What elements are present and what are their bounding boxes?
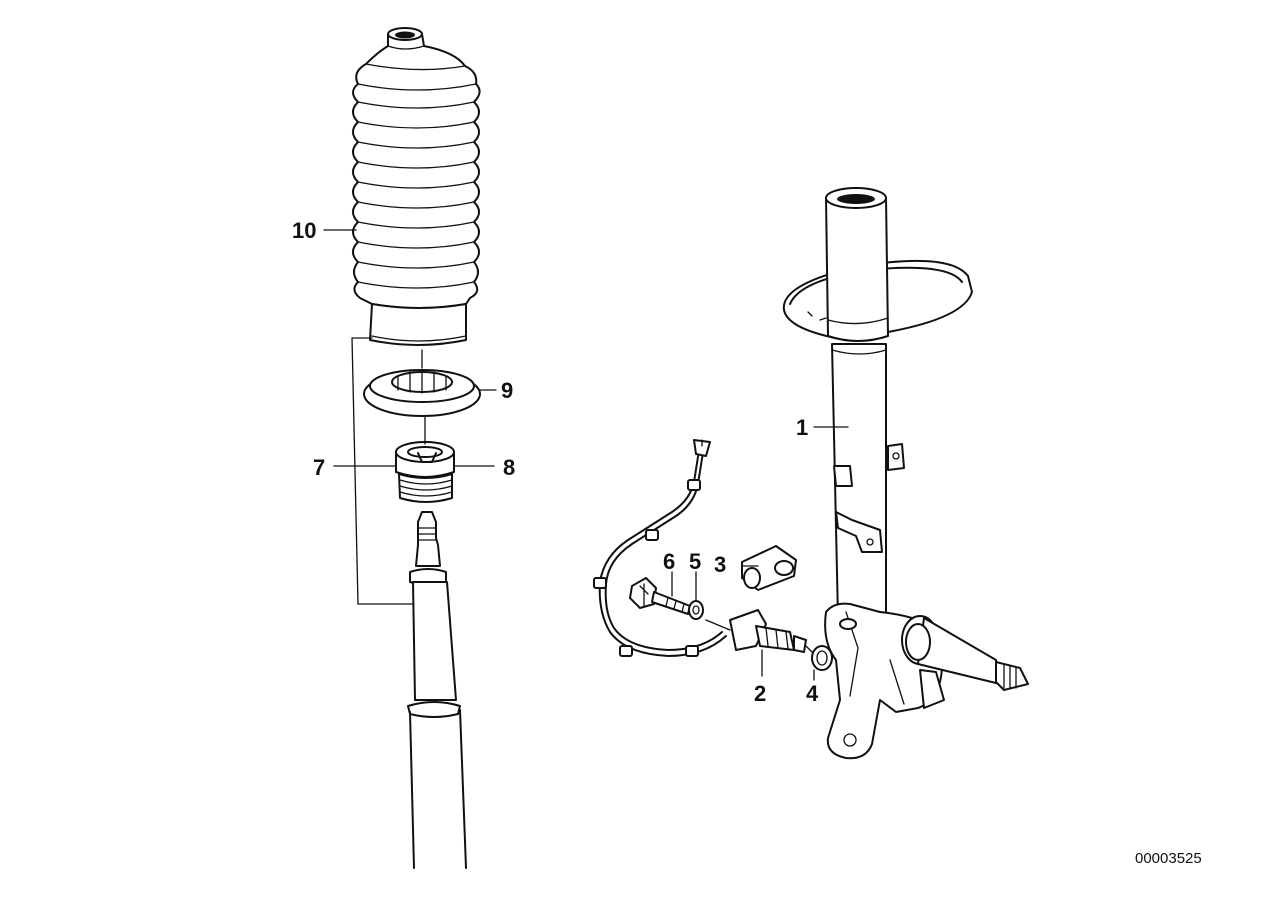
callout-6: 6	[663, 549, 675, 574]
bellows-boot	[352, 27, 481, 346]
right-leader-lines	[671, 426, 849, 681]
reference-number: 00003525	[1135, 850, 1202, 867]
callout-2: 2	[754, 681, 766, 706]
callout-7: 7	[313, 455, 325, 480]
left-leader-lines	[323, 229, 497, 605]
callout-1: 1	[796, 415, 808, 440]
callout-10: 10	[292, 218, 316, 243]
spring-seat	[363, 369, 481, 417]
callout-8: 8	[503, 455, 515, 480]
callout-3: 3	[714, 552, 726, 577]
sensor-clamp	[741, 545, 797, 591]
sensor-cable	[593, 439, 727, 657]
callout-5: 5	[689, 549, 701, 574]
shock-absorber	[407, 511, 467, 869]
abs-sensor	[729, 609, 807, 653]
callout-4: 4	[806, 681, 819, 706]
callout-9: 9	[501, 378, 513, 403]
hex-bolt	[629, 577, 691, 615]
bump-stop	[395, 441, 455, 503]
small-washer	[688, 600, 704, 620]
suspension-strut	[782, 187, 1029, 760]
sealing-ring	[811, 645, 833, 671]
